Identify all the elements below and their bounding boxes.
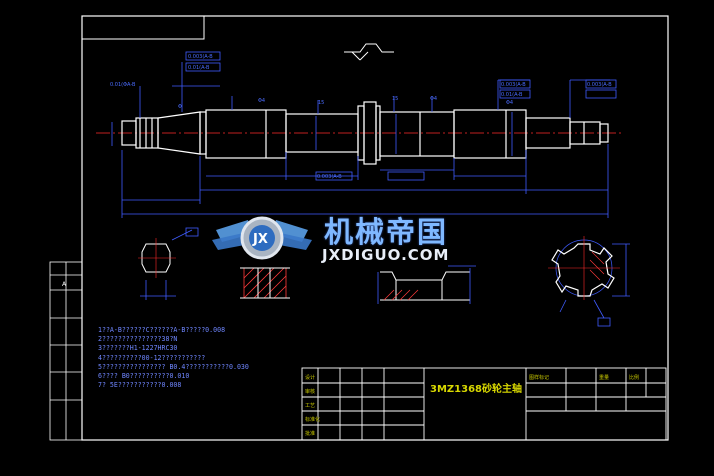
tb-right-3: 比例	[629, 374, 639, 381]
section-view-left	[138, 238, 176, 278]
dim-label-5: Φ4	[430, 96, 437, 102]
tb-row-4: 标准化	[305, 416, 320, 423]
side-label-a: A	[62, 281, 67, 288]
spline-section	[548, 236, 620, 300]
tol-label-1: 0.01(ΦA-B	[110, 82, 136, 88]
tb-right-2: 重量	[599, 374, 609, 381]
note-line: 6???? B0??????????0.010	[98, 372, 190, 381]
tol-label-5: 0.01(A-B	[501, 92, 523, 98]
tolerance-frames	[185, 51, 617, 181]
tol-label-4: 0.003(A-B	[501, 82, 526, 88]
tb-row-2: 审核	[305, 388, 315, 395]
title-block	[301, 367, 667, 441]
main-shaft	[121, 101, 609, 165]
tb-right-1: 图样标记	[529, 374, 549, 381]
watermark-english: JXDIGUO.COM	[322, 246, 450, 264]
section-left-dims	[140, 227, 199, 300]
note-line: 7? 5E???????????0.008	[98, 381, 182, 390]
tb-row-1: 设计	[305, 374, 315, 381]
technical-notes: 1??A-B??????C??????A-B?????0.008 2??????…	[98, 326, 249, 390]
watermark-logo: JX	[212, 216, 312, 260]
spline-dims	[559, 243, 630, 327]
dim-label-4: 15	[392, 96, 398, 102]
tol-label-7: 0.003(A-B	[317, 174, 342, 180]
detail-view	[380, 271, 470, 301]
note-line: 4??????????00-12???????????	[98, 353, 206, 362]
dim-label-2: Φ4	[258, 98, 265, 104]
hatched-section-outline	[240, 267, 290, 299]
hatched-section	[243, 267, 287, 299]
dim-label-6: Φ4	[506, 100, 513, 106]
dimension-lines	[111, 62, 610, 218]
detail-dims	[377, 265, 476, 304]
detail-hatch	[383, 289, 419, 301]
tb-row-5: 批准	[305, 430, 315, 437]
surface-finish-symbol	[344, 43, 394, 61]
tol-label-6: 0.003(A-B	[587, 82, 612, 88]
tol-label-2: 0.003(A-B	[188, 54, 213, 60]
tol-label-3: 0.01(A-B	[188, 65, 210, 71]
watermark: 机械帝国 JXDIGUO.COM	[208, 205, 508, 273]
tb-row-3: 工艺	[305, 403, 315, 409]
dim-label-3: 15	[318, 100, 324, 106]
corner-box	[81, 15, 205, 40]
note-line: 1??A-B??????C??????A-B?????0.008	[98, 326, 226, 334]
watermark-chinese: 机械帝国	[324, 215, 449, 249]
logo-letters: JX	[252, 232, 268, 247]
drawing-title: 3MZ1368砂轮主轴	[430, 384, 522, 395]
note-line: 5???????????????? B0.4???????????0.030	[98, 362, 249, 371]
note-line: 3???????H1-1227HRC30	[98, 344, 178, 353]
spline-hatch	[589, 251, 605, 281]
side-table	[49, 261, 83, 441]
dim-label-1: Φ	[178, 104, 182, 110]
note-line: 2???????????????38?N	[98, 335, 178, 344]
